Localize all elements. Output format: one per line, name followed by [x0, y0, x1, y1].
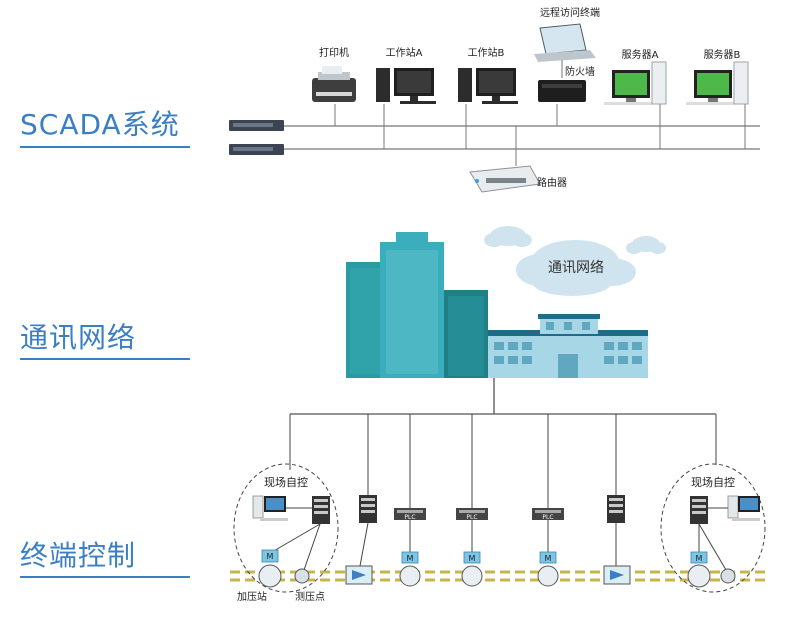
remote-terminal-label: 远程访问终端 [540, 6, 600, 19]
flow-meter-1-icon [345, 565, 373, 585]
cloud-small-left [484, 226, 532, 247]
office-tower-center [380, 232, 444, 378]
local-control-zone-right [660, 463, 766, 593]
pipeline [230, 570, 770, 582]
plc-cabinet-5-icon [607, 495, 625, 523]
firewall-icon [538, 80, 586, 102]
cloud-label: 通讯网络 [548, 260, 604, 276]
section-title-terminal: 终端控制 [20, 539, 137, 572]
motor-3-icon: M [463, 551, 481, 564]
pressurizing-station-label: 加压站 [237, 590, 267, 603]
printer-label: 打印机 [319, 46, 349, 59]
server-a-icon [604, 61, 667, 105]
motor-right-label: M [696, 554, 703, 563]
pressure-point-left-icon [294, 568, 310, 584]
local-control-label-left: 现场自控 [264, 475, 308, 489]
router-icon [469, 165, 541, 193]
plc-module-2-icon: PLC [394, 508, 426, 521]
pressure-point-label: 测压点 [295, 590, 325, 603]
pump-4-icon [537, 565, 559, 587]
network-switch-bottom [229, 144, 284, 155]
plc-module-2-label: PLC [404, 514, 415, 521]
motor-right-icon: M [690, 551, 708, 564]
workstation-a-icon [376, 68, 436, 104]
motor-4-label: M [545, 554, 552, 563]
local-control-zone-left [233, 463, 339, 593]
local-pc-left-icon [252, 495, 288, 521]
plc-cabinet-left-icon [312, 496, 330, 524]
pump-right-icon [687, 564, 711, 588]
local-pc-right-icon [727, 495, 760, 521]
plc-module-4-label: PLC [542, 514, 553, 521]
plc-module-4-icon: PLC [532, 508, 564, 521]
section-rule-terminal [20, 576, 190, 578]
motor-left-label: M [267, 552, 274, 561]
plc-cabinet-1-icon [359, 495, 377, 523]
workstation-b-label: 工作站B [468, 46, 505, 59]
motor-4-icon: M [539, 551, 557, 564]
section-rule-scada [20, 146, 190, 148]
office-building-low [488, 314, 648, 378]
printer-icon [312, 66, 356, 102]
server-b-label: 服务器B [704, 48, 741, 61]
motor-2-label: M [407, 554, 414, 563]
router-label: 路由器 [537, 176, 567, 189]
local-control-label-right: 现场自控 [691, 475, 735, 489]
workstation-b-icon [458, 68, 518, 104]
pump-3-icon [461, 565, 483, 587]
pump-2-icon [399, 565, 421, 587]
cloud-main [516, 240, 636, 296]
network-switch-top [229, 120, 284, 131]
motor-left-icon: M [261, 549, 279, 563]
office-tower-right [444, 290, 488, 378]
laptop-icon [534, 23, 596, 62]
motor-2-icon: M [401, 551, 419, 564]
plc-module-3-label: PLC [466, 514, 477, 521]
pump-left-icon [258, 564, 282, 588]
section-rule-network [20, 358, 190, 360]
section-title-network: 通讯网络 [20, 321, 137, 354]
motor-3-label: M [469, 554, 476, 563]
plc-cabinet-right-icon [690, 496, 708, 524]
cloud-small-right [626, 236, 666, 254]
pressure-point-right-icon [720, 568, 736, 584]
server-a-label: 服务器A [622, 48, 659, 61]
flow-meter-5-icon [603, 565, 631, 585]
firewall-label: 防火墙 [565, 65, 595, 78]
section-title-scada: SCADA系统 [20, 108, 180, 141]
plc-module-3-icon: PLC [456, 508, 488, 521]
workstation-a-label: 工作站A [386, 46, 423, 59]
server-b-icon [686, 61, 749, 105]
